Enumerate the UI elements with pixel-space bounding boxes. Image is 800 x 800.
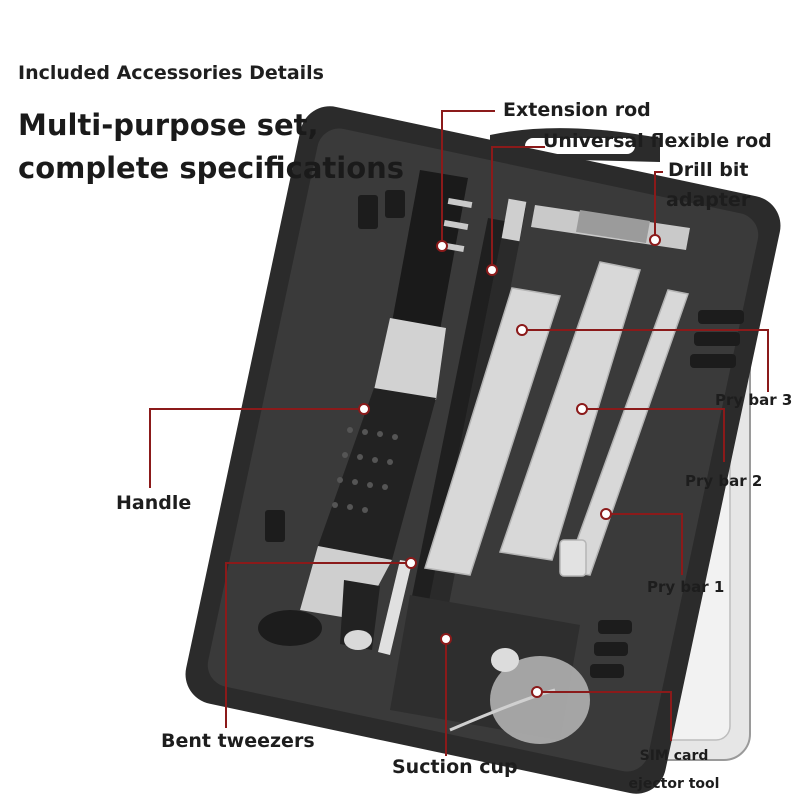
label-pry-bar-1: Pry bar 1 <box>647 578 725 596</box>
callout-line-extension-rod <box>441 110 495 246</box>
callout-line-handle <box>149 408 364 488</box>
label-sim-line-2: ejector tool <box>628 776 720 792</box>
callout-line-bent-tweezers <box>225 562 411 728</box>
label-pry-bar-3: Pry bar 3 <box>715 391 793 409</box>
label-sim-line-1: SIM card <box>639 748 709 764</box>
callout-line-pry-bar-1 <box>606 513 683 575</box>
label-extension-rod: Extension rod <box>503 99 651 121</box>
label-drill-bit-line-1: Drill bit <box>668 159 749 181</box>
header-subtitle: Included Accessories Details <box>18 62 324 84</box>
label-drill-bit-line-2: adapter <box>666 189 751 211</box>
callout-lines <box>149 110 769 756</box>
callout-line-drill-bit-adapter <box>654 171 663 240</box>
hanger-hole <box>525 138 635 154</box>
label-universal-flexible-rod: Universal flexible rod <box>543 130 772 152</box>
bottom-compartment <box>390 595 590 744</box>
label-sim-card-ejector: SIM card ejector tool <box>618 742 730 798</box>
label-handle: Handle <box>116 492 192 514</box>
pry-bar-2-shape <box>498 261 641 561</box>
label-pry-bar-2: Pry bar 2 <box>685 472 763 490</box>
label-bent-tweezers: Bent tweezers <box>161 730 315 752</box>
case-latches <box>265 190 744 678</box>
headline: Multi-purpose set, complete specificatio… <box>18 104 404 190</box>
callout-line-sim-ejector <box>537 691 672 741</box>
callout-dots <box>358 234 661 698</box>
pry-bars <box>424 261 689 577</box>
callout-line-pry-bar-2 <box>582 408 725 462</box>
callout-line-pry-bar-3 <box>522 329 769 392</box>
pry-bar-3-shape <box>424 287 561 576</box>
pry-bar-1-shape <box>564 289 689 576</box>
label-suction-cup: Suction cup <box>392 756 518 778</box>
callout-line-universal-flexible-rod <box>491 146 545 270</box>
headline-line-2: complete specifications <box>18 151 405 185</box>
screwdriver-handle <box>258 170 473 646</box>
headline-line-1: Multi-purpose set, <box>18 108 319 142</box>
